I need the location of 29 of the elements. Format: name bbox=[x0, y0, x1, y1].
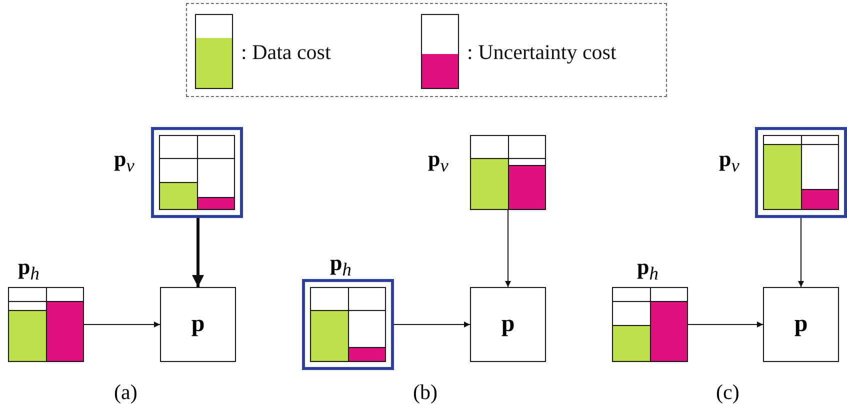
arrow bbox=[192, 218, 204, 287]
arrow bbox=[84, 322, 160, 328]
panel-caption: (a) bbox=[114, 380, 138, 405]
target-box: p bbox=[470, 287, 546, 362]
panel-caption: (c) bbox=[716, 380, 740, 405]
cost-bar-pair bbox=[763, 135, 839, 210]
arrow bbox=[505, 210, 511, 288]
highlight-frame bbox=[755, 127, 847, 218]
cost-bar-pair bbox=[470, 135, 546, 210]
node-label: p$_{v}$ bbox=[428, 146, 448, 176]
arrow bbox=[688, 322, 764, 328]
highlight-frame bbox=[151, 127, 243, 218]
panel-caption: (b) bbox=[413, 380, 438, 405]
cost-bar-pair bbox=[8, 287, 84, 362]
node-label: p$_{v}$ bbox=[719, 146, 740, 176]
target-box: p bbox=[160, 287, 236, 362]
target-box: p bbox=[763, 287, 839, 362]
node-label: p$_{h}$ bbox=[18, 254, 40, 284]
cost-bar-pair bbox=[310, 287, 386, 362]
highlight-frame bbox=[302, 279, 394, 370]
legend-text: : Uncertainty cost bbox=[467, 40, 616, 65]
arrow bbox=[394, 322, 470, 328]
node-label: p$_{h}$ bbox=[637, 254, 658, 284]
cost-bar-pair bbox=[159, 135, 235, 210]
cost-bar-pair bbox=[612, 287, 688, 362]
node-label: p$_{h}$ bbox=[330, 250, 352, 280]
arrow bbox=[798, 218, 804, 288]
node-label: p$_{v}$ bbox=[114, 146, 134, 176]
legend-text: : Data cost bbox=[241, 40, 331, 65]
